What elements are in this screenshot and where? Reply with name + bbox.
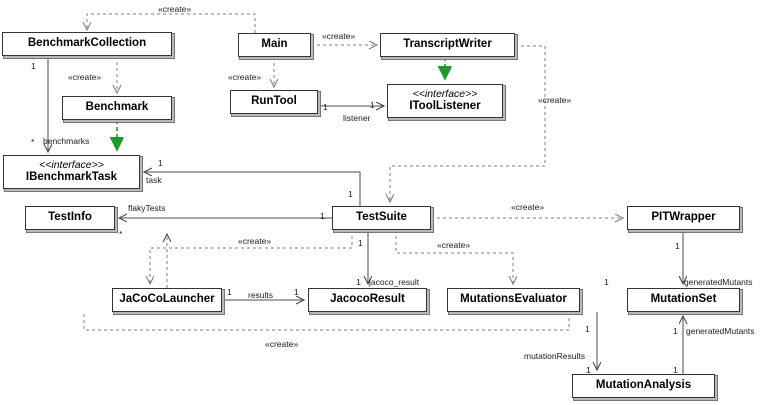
lbl-generatedMutants-2: generatedMutants: [686, 326, 755, 336]
lbl-flakyTests: flakyTests: [128, 203, 166, 213]
lbl-create-ts-me: «create»: [437, 240, 471, 250]
class-name: MutationSet: [650, 293, 717, 306]
class-node-transcriptWriter[interactable]: TranscriptWriter: [380, 33, 515, 57]
class-node-main[interactable]: Main: [238, 33, 311, 57]
m-runtool-1: 1: [323, 102, 328, 112]
m-ma-mutset: 1: [673, 365, 678, 375]
class-node-benchmarkCollection[interactable]: BenchmarkCollection: [2, 32, 172, 56]
class-name: MutationAnalysis: [595, 379, 692, 392]
m-ts-jacoco: 1: [358, 238, 363, 248]
lbl-mutationResults: mutationResults: [524, 351, 585, 361]
class-name: Main: [261, 38, 288, 51]
m-ibt-task: 1: [158, 158, 163, 168]
m-testinfo-star: *: [119, 229, 123, 239]
class-node-mutationsEvaluator[interactable]: MutationsEvaluator: [447, 288, 580, 312]
lbl-generatedMutants-1: generatedMutants: [684, 277, 753, 287]
lbl-jacoco-result: jacoco_result: [369, 277, 420, 287]
edge-main-creates-benchmarkcollection: [87, 13, 256, 33]
edge-transcriptwriter-creates-testsuite: [390, 45, 546, 202]
lbl-create-tw-ts: «create»: [538, 95, 572, 105]
m-listener-1: 1: [370, 100, 375, 110]
edge-testsuite-creates-jacocolauncher: [150, 230, 353, 284]
m-bc-benchmarks: 1: [31, 61, 36, 71]
lbl-create-main-rt: «create»: [228, 72, 262, 82]
m-mutset-ma: 1: [673, 326, 678, 336]
class-name: TestInfo: [48, 211, 92, 224]
m-jr-res: 1: [294, 287, 299, 297]
class-name: JaCoCoLauncher: [119, 293, 215, 306]
class-name: RunTool: [251, 95, 297, 108]
m-mutset-pit: 1: [604, 277, 609, 287]
m-me-ma: 1: [585, 324, 590, 334]
class-name: PITWrapper: [651, 211, 716, 224]
lbl-create-bc-bench: «create»: [68, 72, 102, 82]
class-node-mutationSet[interactable]: MutationSet: [627, 288, 740, 312]
class-node-pitWrapper[interactable]: PITWrapper: [627, 206, 740, 230]
lbl-benchmarks: benchmarks: [43, 136, 90, 146]
class-name: TestSuite: [356, 211, 407, 224]
lbl-task: task: [146, 175, 162, 185]
lbl-results: results: [248, 290, 274, 300]
class-stereotype: <<interface>>: [39, 159, 104, 172]
lbl-listener: listener: [343, 113, 371, 123]
lbl-create-ts-pit: «create»: [511, 202, 545, 212]
lbl-create-main-bc: «create»: [158, 4, 192, 14]
class-name: JacocoResult: [330, 293, 405, 306]
m-pit-mutset: 1: [675, 241, 680, 251]
class-node-testSuite[interactable]: TestSuite: [332, 206, 431, 230]
m-launcher-res: 1: [227, 287, 232, 297]
edge-mutationsevaluator-creates-jacocoresult: [83, 312, 570, 331]
class-node-testInfo[interactable]: TestInfo: [25, 206, 115, 230]
class-node-runTool[interactable]: RunTool: [230, 90, 318, 114]
class-node-benchmark[interactable]: Benchmark: [62, 96, 172, 120]
edge-testsuite-creates-mutationsevaluator: [395, 230, 513, 284]
class-node-jacocoLauncher[interactable]: JaCoCoLauncher: [112, 288, 222, 312]
class-node-jacocoResult[interactable]: JacocoResult: [308, 288, 427, 312]
class-name: IBenchmarkTask: [25, 171, 118, 184]
m-jr-jacoco: 1: [356, 277, 361, 287]
class-stereotype: <<interface>>: [412, 88, 478, 101]
lbl-create-ts-jacoco: «create»: [238, 236, 272, 246]
class-name: Benchmark: [85, 101, 149, 114]
m-ma-me: 1: [586, 365, 591, 375]
m-ibt-benchmarks: *: [31, 137, 35, 147]
edge-testsuite-task-ibenchmarktask: [144, 172, 361, 206]
class-node-itoolListener[interactable]: <<interface>>IToolListener: [387, 84, 503, 118]
class-node-mutationAnalysis[interactable]: MutationAnalysis: [572, 374, 715, 398]
class-name: BenchmarkCollection: [27, 37, 147, 50]
class-name: TranscriptWriter: [403, 38, 492, 51]
lbl-create-me-jr: «create»: [265, 339, 299, 349]
class-name: MutationsEvaluator: [460, 293, 567, 306]
class-node-ibenchmarkTask[interactable]: <<interface>>IBenchmarkTask: [3, 155, 140, 189]
m-ts-flaky: 1: [320, 211, 325, 221]
m-ts-task: 1: [348, 189, 353, 199]
lbl-create-main-tw: «create»: [322, 31, 356, 41]
class-name: IToolListener: [409, 100, 481, 113]
